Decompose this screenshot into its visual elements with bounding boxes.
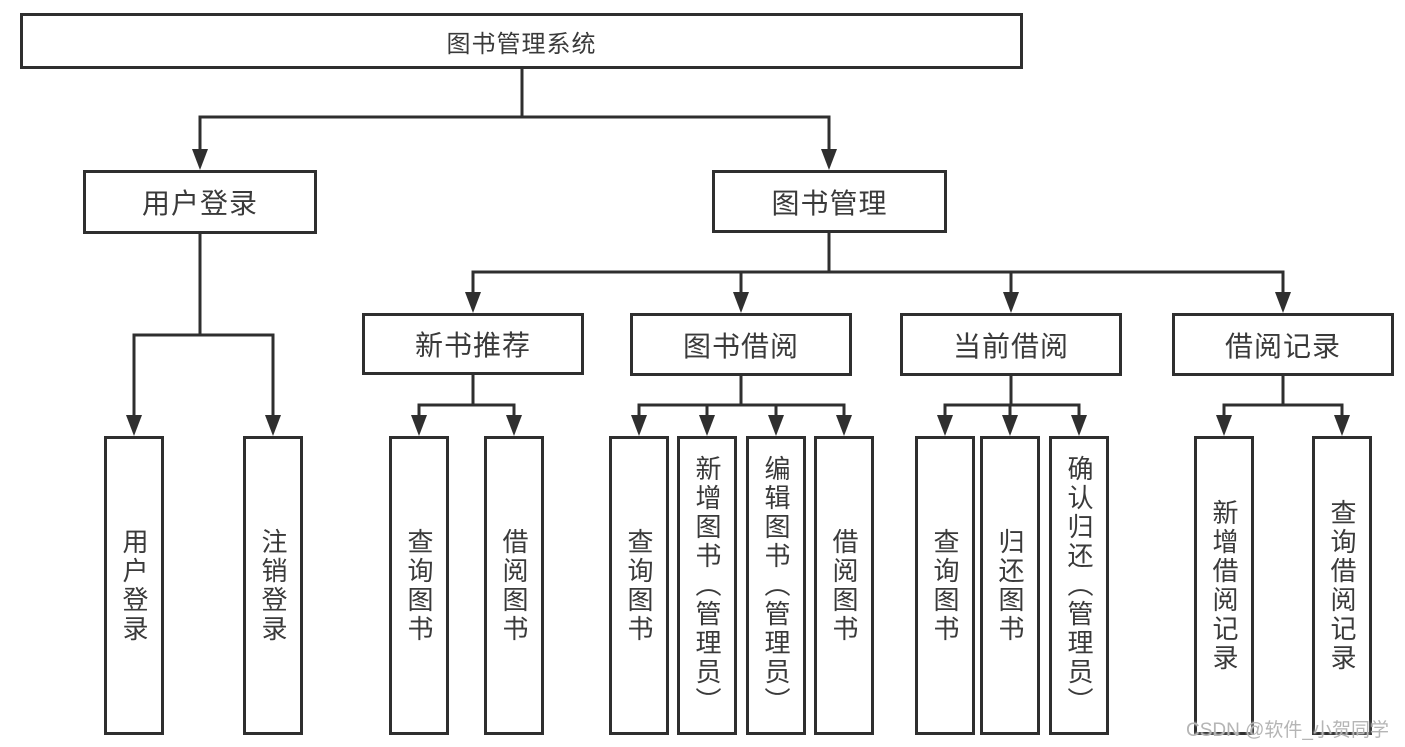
- leaf-add-book-admin: 新增图书（管理员）: [677, 436, 737, 735]
- leaf-query-books-current: 查询图书: [915, 436, 975, 735]
- leaf-borrow-books: 借阅图书: [814, 436, 874, 735]
- node-current-borrow: 当前借阅: [900, 313, 1122, 376]
- leaf-confirm-return-admin: 确认归还（管理员）: [1049, 436, 1109, 735]
- node-borrow-records: 借阅记录: [1172, 313, 1394, 376]
- leaf-add-borrow-record: 新增借阅记录: [1194, 436, 1254, 735]
- node-new-book-recommend: 新书推荐: [362, 313, 584, 375]
- node-root: 图书管理系统: [20, 13, 1023, 69]
- leaf-query-borrow-record: 查询借阅记录: [1312, 436, 1372, 735]
- node-user-login: 用户登录: [83, 170, 317, 234]
- node-book-management: 图书管理: [712, 170, 947, 233]
- watermark: CSDN @软件_小贺同学: [1186, 720, 1389, 741]
- leaf-logout-login: 注销登录: [243, 436, 303, 735]
- leaf-query-books-recommend: 查询图书: [389, 436, 449, 735]
- leaf-borrow-books-recommend: 借阅图书: [484, 436, 544, 735]
- leaf-user-login: 用户登录: [104, 436, 164, 735]
- leaf-return-books: 归还图书: [980, 436, 1040, 735]
- node-book-borrow: 图书借阅: [630, 313, 852, 376]
- leaf-query-books-borrow: 查询图书: [609, 436, 669, 735]
- leaf-edit-book-admin: 编辑图书（管理员）: [746, 436, 806, 735]
